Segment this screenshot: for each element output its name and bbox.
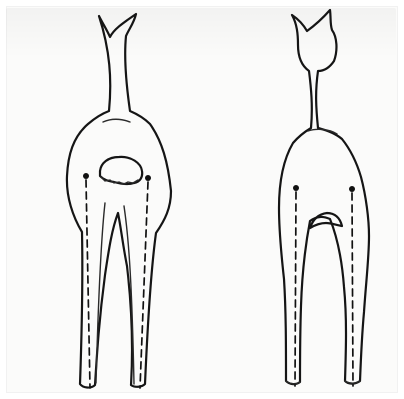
right-animal-hindview [279, 10, 369, 386]
left-animal-hindview [67, 14, 171, 388]
left-dashed-guide-left [86, 180, 90, 388]
left-reference-point-right [145, 175, 151, 181]
right-central-patch [310, 213, 342, 228]
right-dashed-guide-right [352, 193, 353, 386]
left-patch-bottom-fringe [101, 177, 138, 184]
right-top-outline [279, 10, 369, 384]
left-central-patch [100, 157, 142, 184]
right-dashed-guide-left [295, 192, 296, 386]
left-reference-point-left [83, 173, 89, 179]
left-top-outline [67, 14, 171, 388]
right-reference-point-left [293, 185, 299, 191]
left-back-line [103, 119, 130, 122]
right-reference-point-right [349, 186, 355, 192]
